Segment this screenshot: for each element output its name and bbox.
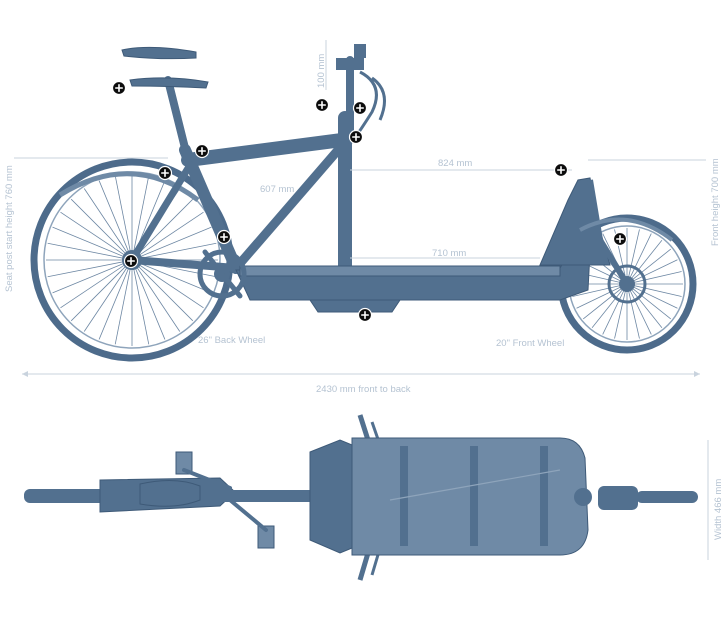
wheel-spoke — [626, 239, 663, 285]
wheel-spoke — [626, 248, 672, 285]
wheel-spoke — [131, 259, 204, 309]
front-fork — [587, 179, 630, 286]
seat-post-height-label: Seat post start height 760 mm — [4, 165, 15, 292]
back-wheel-label: 26" Back Wheel — [198, 335, 265, 346]
wheel-spoke — [626, 229, 640, 285]
dimensions: Seat post start height 760 mm 100 mm 607… — [4, 40, 724, 560]
overall-length-label: 2430 mm front to back — [316, 384, 411, 395]
wheel-spoke — [70, 259, 133, 322]
wheel-spoke — [52, 226, 133, 261]
hotspots — [111, 80, 628, 323]
wheel-spoke — [114, 175, 133, 261]
cargo-bed-label: 710 mm — [432, 248, 466, 259]
wheel-spoke — [614, 283, 628, 339]
front-mudguard — [579, 217, 674, 242]
wheel-spoke — [626, 283, 652, 335]
chainstay-hotspot[interactable] — [216, 229, 232, 245]
top-tube-hotspot[interactable] — [157, 165, 173, 181]
stem-hotspot[interactable] — [314, 97, 330, 113]
wheel-spoke — [131, 259, 194, 322]
wheel-spoke — [591, 283, 628, 329]
width-label: Width 466 mm — [713, 479, 724, 540]
wheel-spoke — [131, 226, 212, 261]
wheel-spoke — [114, 259, 133, 345]
rear-hub-hotspot[interactable] — [123, 253, 139, 269]
front-height-label: Front height 700 mm — [710, 158, 721, 246]
wheel-spoke — [582, 283, 628, 320]
wheel-spoke — [572, 283, 628, 297]
wheel-spoke — [626, 283, 640, 339]
wheel-spoke — [131, 175, 150, 261]
wheel-spoke — [70, 198, 133, 261]
wheel-spoke — [60, 211, 133, 261]
wheel-spoke — [131, 259, 181, 332]
wheel-spoke — [602, 283, 628, 335]
wheel-spoke — [98, 259, 133, 340]
cargo-length-label: 824 mm — [438, 158, 472, 169]
seat-clamp-hotspot[interactable] — [194, 143, 210, 159]
rear-rack-saddle — [129, 77, 209, 89]
rear-mudguard — [58, 171, 200, 202]
wheel-spoke — [576, 283, 628, 309]
frame — [128, 56, 591, 313]
wheel-spoke — [626, 283, 672, 320]
top-view — [24, 414, 698, 581]
wheel-spoke — [626, 271, 682, 285]
kickstand-hotspot[interactable] — [357, 307, 373, 323]
steerer-hotspot[interactable] — [348, 129, 364, 145]
wheel-spoke — [626, 259, 678, 285]
wheel-spoke — [83, 188, 133, 261]
wheel-spoke — [47, 259, 133, 278]
wheel-spoke — [131, 259, 150, 345]
wheel-spoke — [47, 242, 133, 261]
wheel-spoke — [131, 259, 166, 340]
wheel-spoke — [626, 283, 663, 329]
wheel-spoke — [83, 259, 133, 332]
wheel-spoke — [131, 259, 212, 294]
front-wheel-label: 20" Front Wheel — [496, 338, 564, 349]
top-tube-label: 607 mm — [260, 184, 294, 195]
wheel-spoke — [98, 180, 133, 261]
front-hub-hotspot[interactable] — [612, 231, 628, 247]
saddle-hotspot[interactable] — [111, 80, 127, 96]
wheel-spoke — [626, 283, 682, 297]
wheel-spoke — [626, 233, 652, 285]
side-view — [30, 44, 697, 362]
stem-height-label: 100 mm — [316, 54, 327, 88]
wheel-spoke — [626, 283, 678, 309]
wheel-spoke — [52, 259, 133, 294]
wheel-spoke — [60, 259, 133, 309]
saddle — [121, 46, 197, 60]
wheel-spoke — [131, 211, 204, 261]
handlebar-hotspot[interactable] — [352, 100, 368, 116]
cargo-box-hotspot[interactable] — [553, 162, 569, 178]
